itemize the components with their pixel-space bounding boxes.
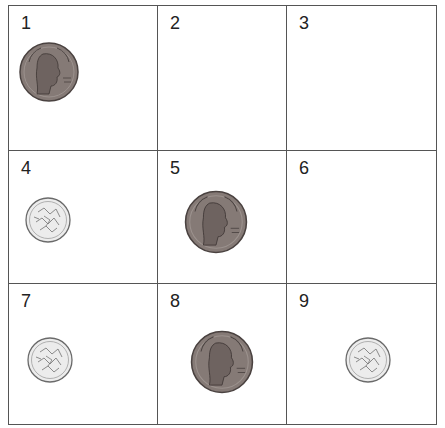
grid-cell: 7 <box>8 283 158 425</box>
cell-number: 3 <box>299 14 309 32</box>
cell-number: 4 <box>21 159 31 177</box>
cell-number: 6 <box>299 159 309 177</box>
cell-number: 9 <box>299 292 309 310</box>
grid-cell: 1 <box>8 5 158 151</box>
grid-cell: 6 <box>286 150 437 284</box>
cell-number: 8 <box>170 292 180 310</box>
grid-cell: 4 <box>8 150 158 284</box>
grid-cell: 3 <box>286 5 437 151</box>
dime-coin <box>346 338 390 382</box>
grid-cell: 8 <box>157 283 287 425</box>
cell-number: 1 <box>21 14 31 32</box>
grid-cell: 5 <box>157 150 287 284</box>
dime-coin <box>28 338 72 382</box>
penny-coin <box>20 43 78 101</box>
dime-coin <box>26 198 70 242</box>
cell-number: 2 <box>170 14 180 32</box>
cell-number: 7 <box>21 292 31 310</box>
grid-cell: 9 <box>286 283 437 425</box>
penny-coin <box>192 332 253 393</box>
cell-number: 5 <box>170 159 180 177</box>
penny-coin <box>186 192 247 253</box>
grid-cell: 2 <box>157 5 287 151</box>
